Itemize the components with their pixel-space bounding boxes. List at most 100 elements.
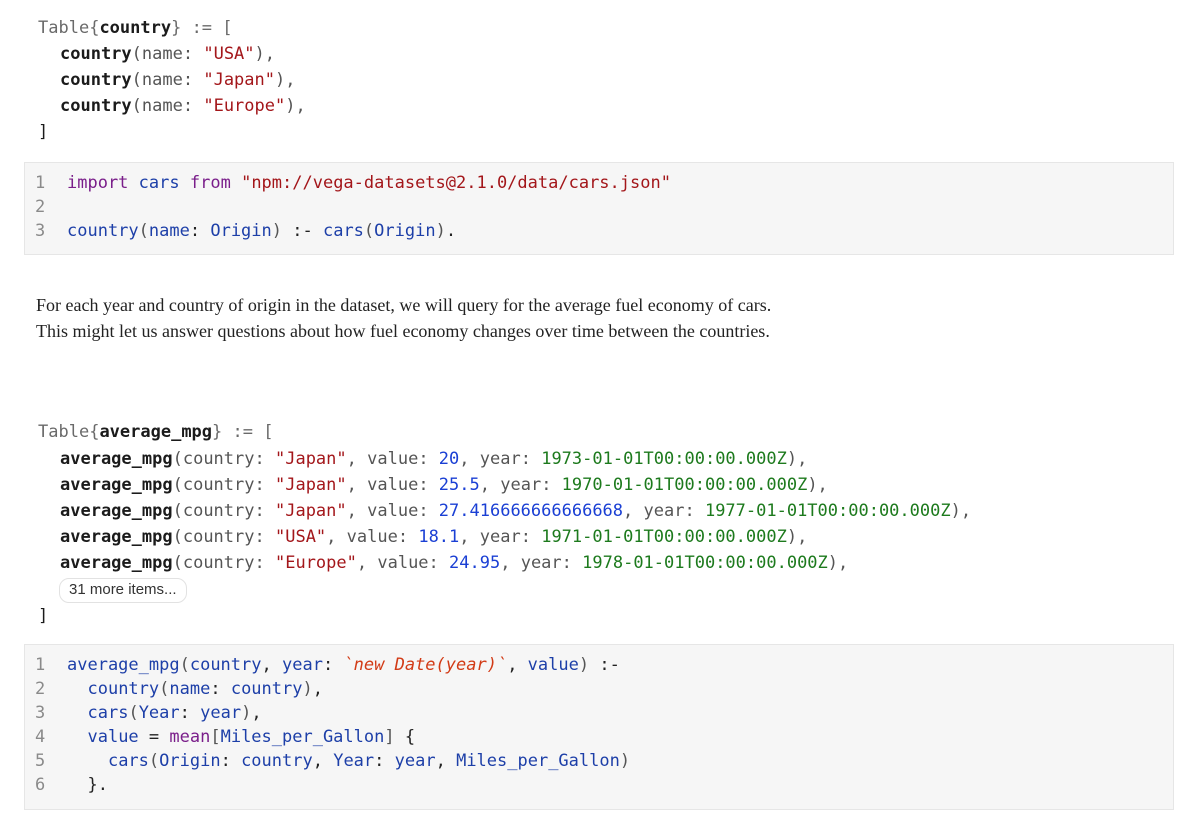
code-token: Miles_per_Gallon [456, 751, 620, 771]
row-function: country [60, 44, 132, 64]
row-field-value: "Japan" [274, 501, 347, 521]
row-function: average_mpg [60, 527, 173, 547]
code-token: , [312, 679, 323, 699]
table-name: average_mpg [99, 422, 213, 442]
table-assign: } := [ [171, 18, 233, 38]
code-token: from [189, 173, 231, 193]
code-token: cars [87, 703, 129, 723]
row-field-key: name [141, 96, 183, 116]
table-assign: } := [ [212, 422, 274, 442]
table-close-bracket: ] [38, 122, 49, 142]
code-token: cars [107, 751, 149, 771]
code-line[interactable]: average_mpg(country, year: `new Date(yea… [67, 655, 620, 675]
line-number: 1 [35, 173, 46, 193]
code-token: [ [210, 727, 221, 747]
row-field-key: year [479, 527, 521, 547]
code-token: name [148, 221, 190, 241]
code-token: year [281, 655, 323, 675]
code-token: year [200, 703, 242, 723]
table-row: average_mpg(country: "Japan", value: 20,… [60, 449, 808, 469]
code-token: Origin [210, 221, 272, 241]
table-row: average_mpg(country: "Japan", value: 27.… [60, 501, 972, 521]
code-token: ( [179, 655, 190, 675]
code-line[interactable]: }. [67, 775, 108, 795]
table-row: country(name: "USA"), [60, 44, 276, 64]
code-token: ( [148, 751, 160, 771]
row-field-key: country [182, 475, 255, 495]
row-field-value: "Japan" [274, 475, 347, 495]
code-token: : [220, 751, 242, 771]
code-line[interactable]: cars(Origin: country, Year: year, Miles_… [67, 751, 630, 771]
table-header: Table{average_mpg} := [ [38, 422, 274, 442]
row-field-key: name [141, 44, 183, 64]
code-token: . [445, 221, 457, 241]
line-number: 1 [35, 655, 46, 675]
row-field-value: 1977-01-01T00:00:00.000Z [704, 501, 951, 521]
code-token [180, 173, 190, 193]
code-token: cars [322, 221, 364, 241]
row-field-key: value [377, 553, 429, 573]
table-header: Table{country} := [ [38, 18, 233, 38]
code-line[interactable]: country(name: country), [67, 679, 323, 699]
code-token: import [67, 173, 129, 193]
code-line[interactable]: value = mean[Miles_per_Gallon] { [67, 727, 415, 747]
row-field-value: "USA" [274, 527, 327, 547]
code-token [67, 751, 108, 771]
code-token: mean [169, 727, 211, 747]
line-number: 2 [35, 679, 46, 699]
code-token: ( [128, 703, 139, 723]
row-field-value: 1971-01-01T00:00:00.000Z [541, 527, 787, 547]
prose-paragraph: For each year and country of origin in t… [36, 295, 772, 341]
code-token: country [189, 655, 262, 675]
table-row: country(name: "Japan"), [60, 70, 296, 90]
table-row: average_mpg(country: "USA", value: 18.1,… [60, 527, 808, 547]
row-field-value: 20 [438, 449, 460, 469]
line-number: 4 [35, 727, 46, 747]
code-token: ) [241, 703, 252, 723]
code-token: ) [578, 655, 590, 675]
table-keyword: Table [38, 18, 90, 38]
code-line[interactable]: import cars from "npm://vega-datasets@2.… [67, 173, 671, 193]
row-function: average_mpg [60, 501, 173, 521]
code-token: }. [67, 775, 108, 795]
code-token: :- [589, 655, 620, 675]
code-token: "npm://vega-datasets@2.1.0/data/cars.jso… [241, 173, 671, 193]
row-field-key: name [141, 70, 183, 90]
code-token: :- [282, 221, 323, 241]
code-token: Year [333, 751, 375, 771]
row-field-value: "Japan" [203, 70, 275, 90]
row-function: average_mpg [60, 475, 173, 495]
table-row: average_mpg(country: "Japan", value: 25.… [60, 475, 828, 495]
code-token: name [169, 679, 211, 699]
code-line[interactable]: country(name: Origin) :- cars(Origin). [67, 221, 456, 241]
row-field-key: value [367, 501, 419, 521]
row-field-key: year [479, 449, 521, 469]
line-number: 2 [35, 197, 46, 217]
table-name: country [99, 18, 172, 38]
row-field-key: year [643, 501, 685, 521]
row-field-value: "Europe" [274, 553, 357, 573]
code-token: country [230, 679, 303, 699]
line-number: 5 [35, 751, 46, 771]
code-line[interactable]: cars(Year: year), [67, 703, 261, 723]
table-row: average_mpg(country: "Europe", value: 24… [60, 553, 849, 573]
code-token: country [241, 751, 313, 771]
more-items-button[interactable]: 31 more items... [59, 578, 187, 603]
row-function: country [60, 70, 132, 90]
code-token: ) [619, 751, 631, 771]
code-token: : [322, 655, 344, 675]
row-field-value: "USA" [203, 44, 255, 64]
code-token: cars [138, 173, 180, 193]
code-token: , [312, 751, 334, 771]
row-field-key: country [182, 527, 255, 547]
code-token: : [179, 703, 201, 723]
code-token: , [261, 655, 282, 675]
code-token: country [67, 221, 139, 241]
line-number: 6 [35, 775, 46, 795]
code-token: average_mpg [67, 655, 180, 675]
row-field-value: 1973-01-01T00:00:00.000Z [541, 449, 787, 469]
row-field-key: value [367, 449, 419, 469]
row-field-value: 27.416666666666668 [438, 501, 624, 521]
